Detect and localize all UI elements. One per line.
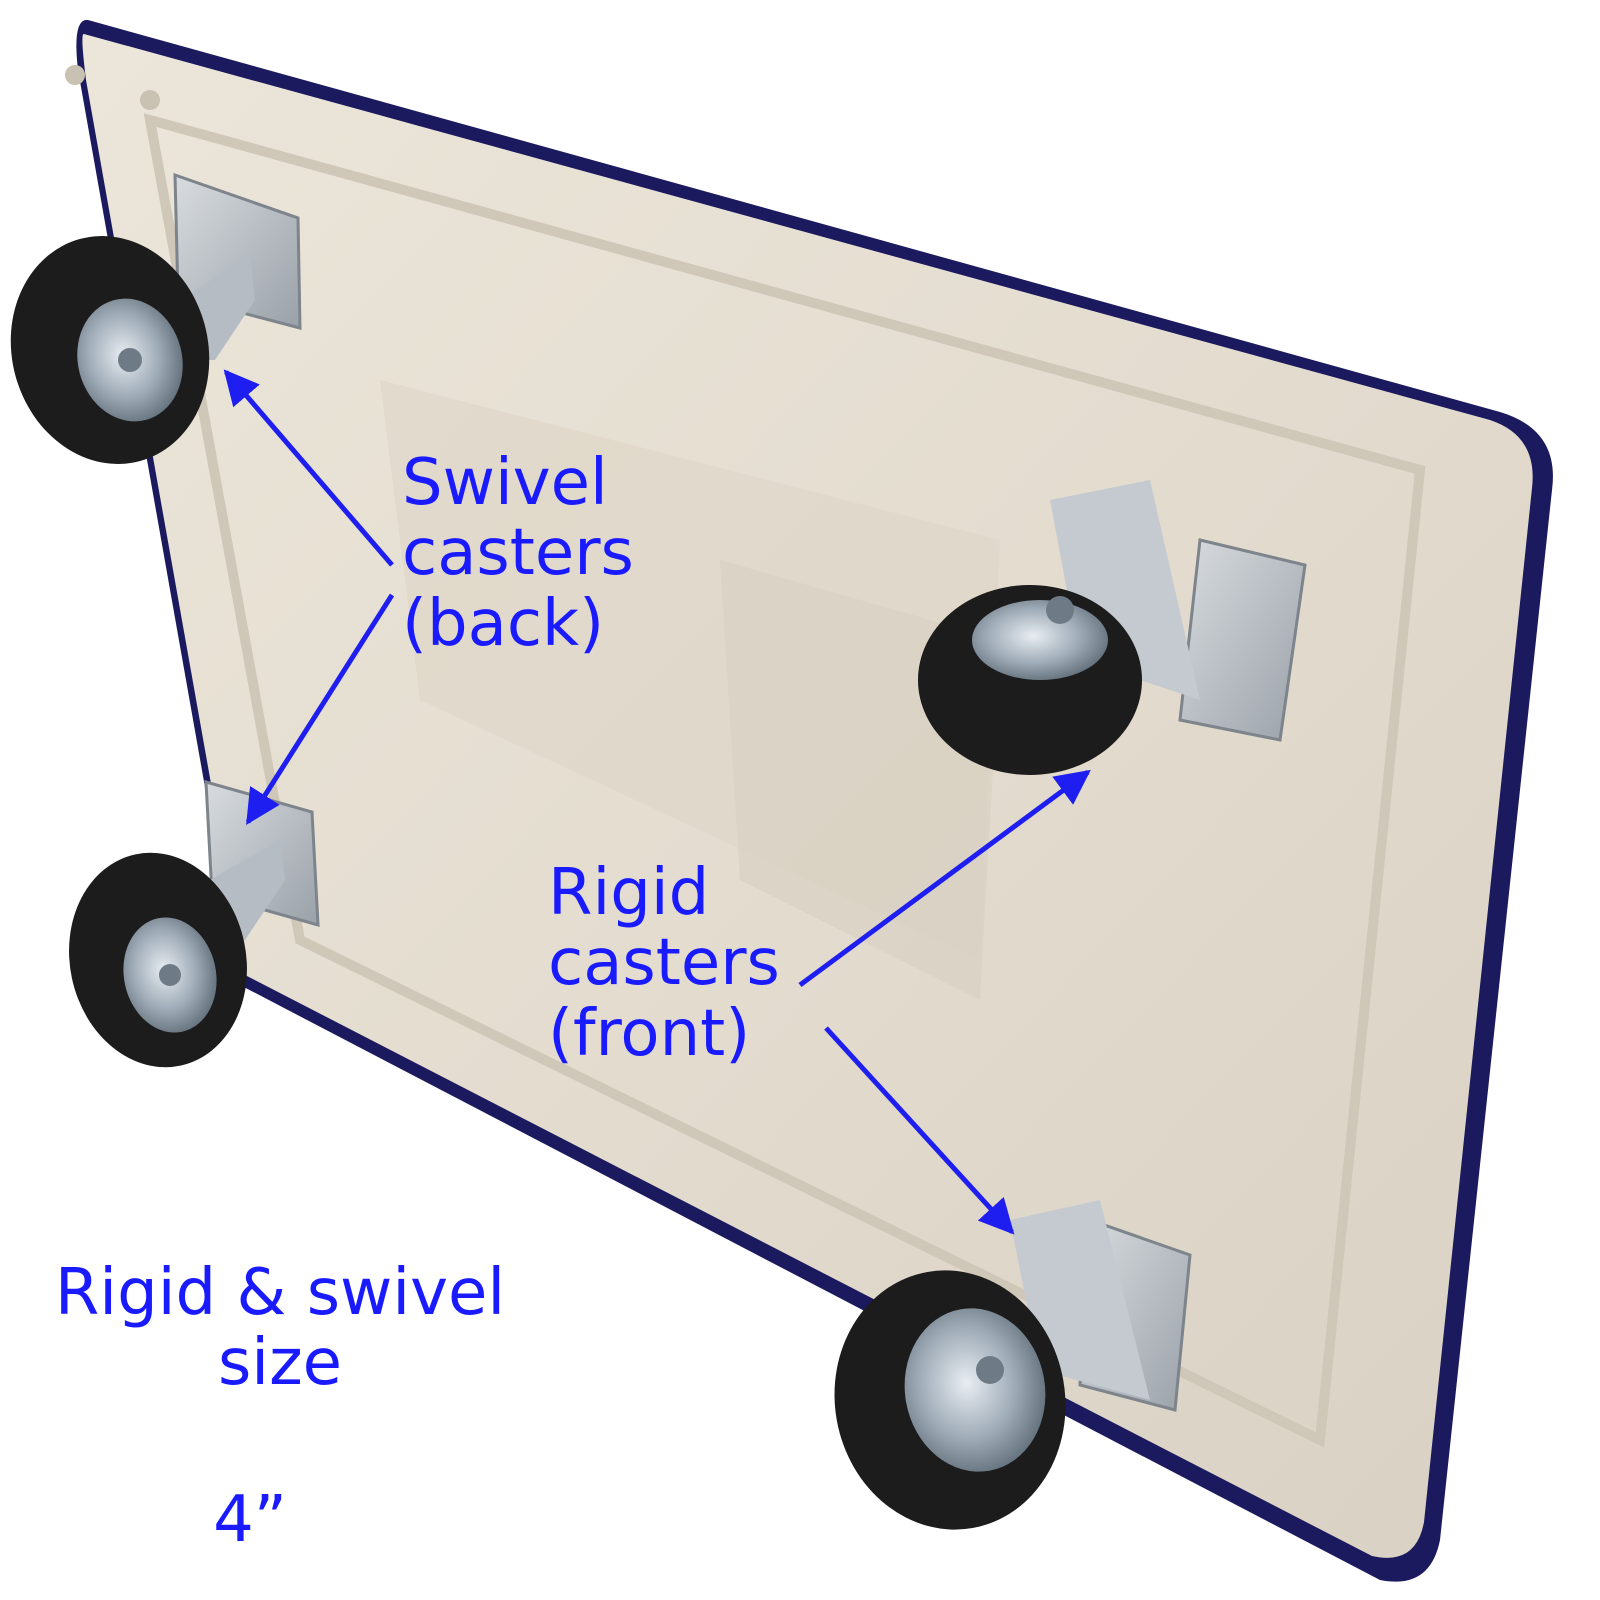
swivel-casters-label: Swivel casters (back) bbox=[402, 446, 634, 661]
arrow-to-swivel-bottom bbox=[245, 593, 395, 825]
arrow-to-rigid-top bbox=[798, 769, 1091, 988]
platform-deck bbox=[65, 19, 1553, 1582]
rigid-caster-front-top bbox=[918, 480, 1307, 775]
swivel-label-line-1: Swivel bbox=[402, 446, 608, 520]
annotation-arrows bbox=[223, 369, 1091, 1235]
arrow-to-rigid-bottom bbox=[824, 1026, 1015, 1235]
rigid-label-line-1: Rigid bbox=[548, 856, 710, 930]
size-label: Rigid & swivel size bbox=[0, 1258, 560, 1399]
swivel-caster-back-top bbox=[10, 172, 302, 464]
size-value: 4” bbox=[213, 1483, 287, 1557]
rigid-label-line-2: casters bbox=[548, 926, 780, 1001]
rigid-caster-front-bottom bbox=[834, 1200, 1192, 1530]
size-label-line-2: size bbox=[217, 1326, 343, 1401]
swivel-caster-back-bottom bbox=[69, 779, 320, 1068]
size-label-line-1: Rigid & swivel bbox=[54, 1256, 506, 1330]
rigid-casters-label: Rigid casters (front) bbox=[548, 856, 780, 1071]
arrow-to-swivel-top bbox=[223, 369, 394, 567]
rigid-label-line-3: (front) bbox=[548, 996, 751, 1071]
swivel-label-line-3: (back) bbox=[402, 586, 605, 661]
swivel-label-line-2: casters bbox=[402, 516, 634, 591]
